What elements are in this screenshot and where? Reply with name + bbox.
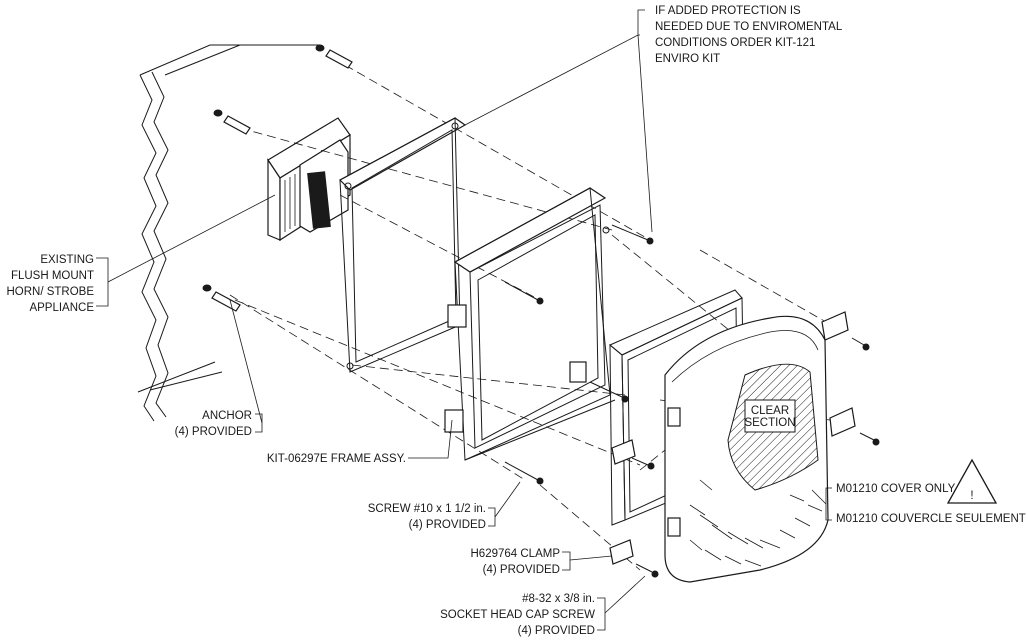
frame-assembly	[444, 187, 616, 461]
anchor-top	[315, 44, 353, 69]
existing-appliance-label: EXISTING FLUSH MOUNT HORN/ STROBE APPLIA…	[6, 254, 94, 314]
clear-section-line1: CLEAR	[751, 405, 789, 417]
svg-text:ENVIRO KIT: ENVIRO KIT	[655, 53, 720, 65]
screw-10-top	[611, 224, 654, 245]
clamp-lower-left	[609, 539, 659, 578]
clamp-label: H629764 CLAMP (4) PROVIDED	[471, 548, 561, 576]
anchor-upper-left	[213, 109, 251, 135]
enviro-kit-note: IF ADDED PROTECTION IS NEEDED DUE TO ENV…	[655, 5, 843, 65]
svg-text:(4) PROVIDED: (4) PROVIDED	[518, 625, 595, 637]
svg-text:(4) PROVIDED: (4) PROVIDED	[409, 519, 486, 531]
screw-10-mid	[504, 281, 544, 305]
enviro-gasket	[339, 117, 467, 373]
svg-text:KIT-06297E FRAME ASSY.: KIT-06297E FRAME ASSY.	[267, 453, 406, 465]
svg-text:SOCKET HEAD CAP SCREW: SOCKET HEAD CAP SCREW	[440, 609, 595, 621]
cover-m01210: CLEAR SECTION	[664, 315, 829, 583]
screw-10-bottom	[504, 461, 544, 485]
svg-text:M01210 COUVERCLE SEULEMENT: M01210 COUVERCLE SEULEMENT	[836, 513, 1026, 525]
wall-section	[137, 44, 320, 422]
svg-text:IF ADDED PROTECTION IS: IF ADDED PROTECTION IS	[655, 5, 801, 17]
svg-text:(4) PROVIDED: (4) PROVIDED	[483, 564, 560, 576]
svg-text:H629764 CLAMP: H629764 CLAMP	[471, 548, 561, 560]
cover-label: M01210 COVER ONLY M01210 COUVERCLE SEULE…	[836, 483, 1026, 525]
warning-triangle-icon: !	[946, 458, 998, 504]
svg-text:FLUSH MOUNT: FLUSH MOUNT	[11, 270, 94, 282]
clamp-mid-left	[611, 439, 655, 470]
svg-text:NEEDED DUE TO ENVIROMENTAL: NEEDED DUE TO ENVIROMENTAL	[655, 21, 843, 33]
svg-text:CONDITIONS ORDER KIT-121: CONDITIONS ORDER KIT-121	[655, 37, 815, 49]
svg-text:APPLIANCE: APPLIANCE	[29, 302, 94, 314]
svg-text:HORN/ STROBE: HORN/ STROBE	[6, 286, 94, 298]
frame-assy-label: KIT-06297E FRAME ASSY.	[267, 453, 406, 465]
leader-lines	[96, 9, 832, 631]
cap-screw-label: #8-32 x 3/8 in. SOCKET HEAD CAP SCREW (4…	[440, 593, 595, 637]
svg-text:M01210 COVER ONLY: M01210 COVER ONLY	[836, 483, 956, 495]
anchor-lower-left	[202, 284, 241, 312]
anchor-label: ANCHOR (4) PROVIDED	[175, 410, 252, 438]
device-marking: Q1-12B	[311, 175, 327, 216]
svg-text:SCREW #10 x 1 1/2 in.: SCREW #10 x 1 1/2 in.	[368, 503, 486, 515]
clamp-lower-right	[829, 407, 880, 446]
svg-text:EXISTING: EXISTING	[40, 254, 94, 266]
screw-label: SCREW #10 x 1 1/2 in. (4) PROVIDED	[368, 503, 486, 531]
svg-text:#8-32 x 3/8 in.: #8-32 x 3/8 in.	[522, 593, 595, 605]
svg-text:ANCHOR: ANCHOR	[202, 410, 252, 422]
clear-section-line2: SECTION	[744, 417, 795, 429]
svg-text:(4) PROVIDED: (4) PROVIDED	[175, 426, 252, 438]
svg-text:!: !	[970, 490, 973, 502]
existing-horn-strobe-appliance: Q1-12B	[267, 117, 351, 242]
screw-10-right	[589, 381, 629, 403]
clamp-upper-right	[821, 311, 870, 351]
